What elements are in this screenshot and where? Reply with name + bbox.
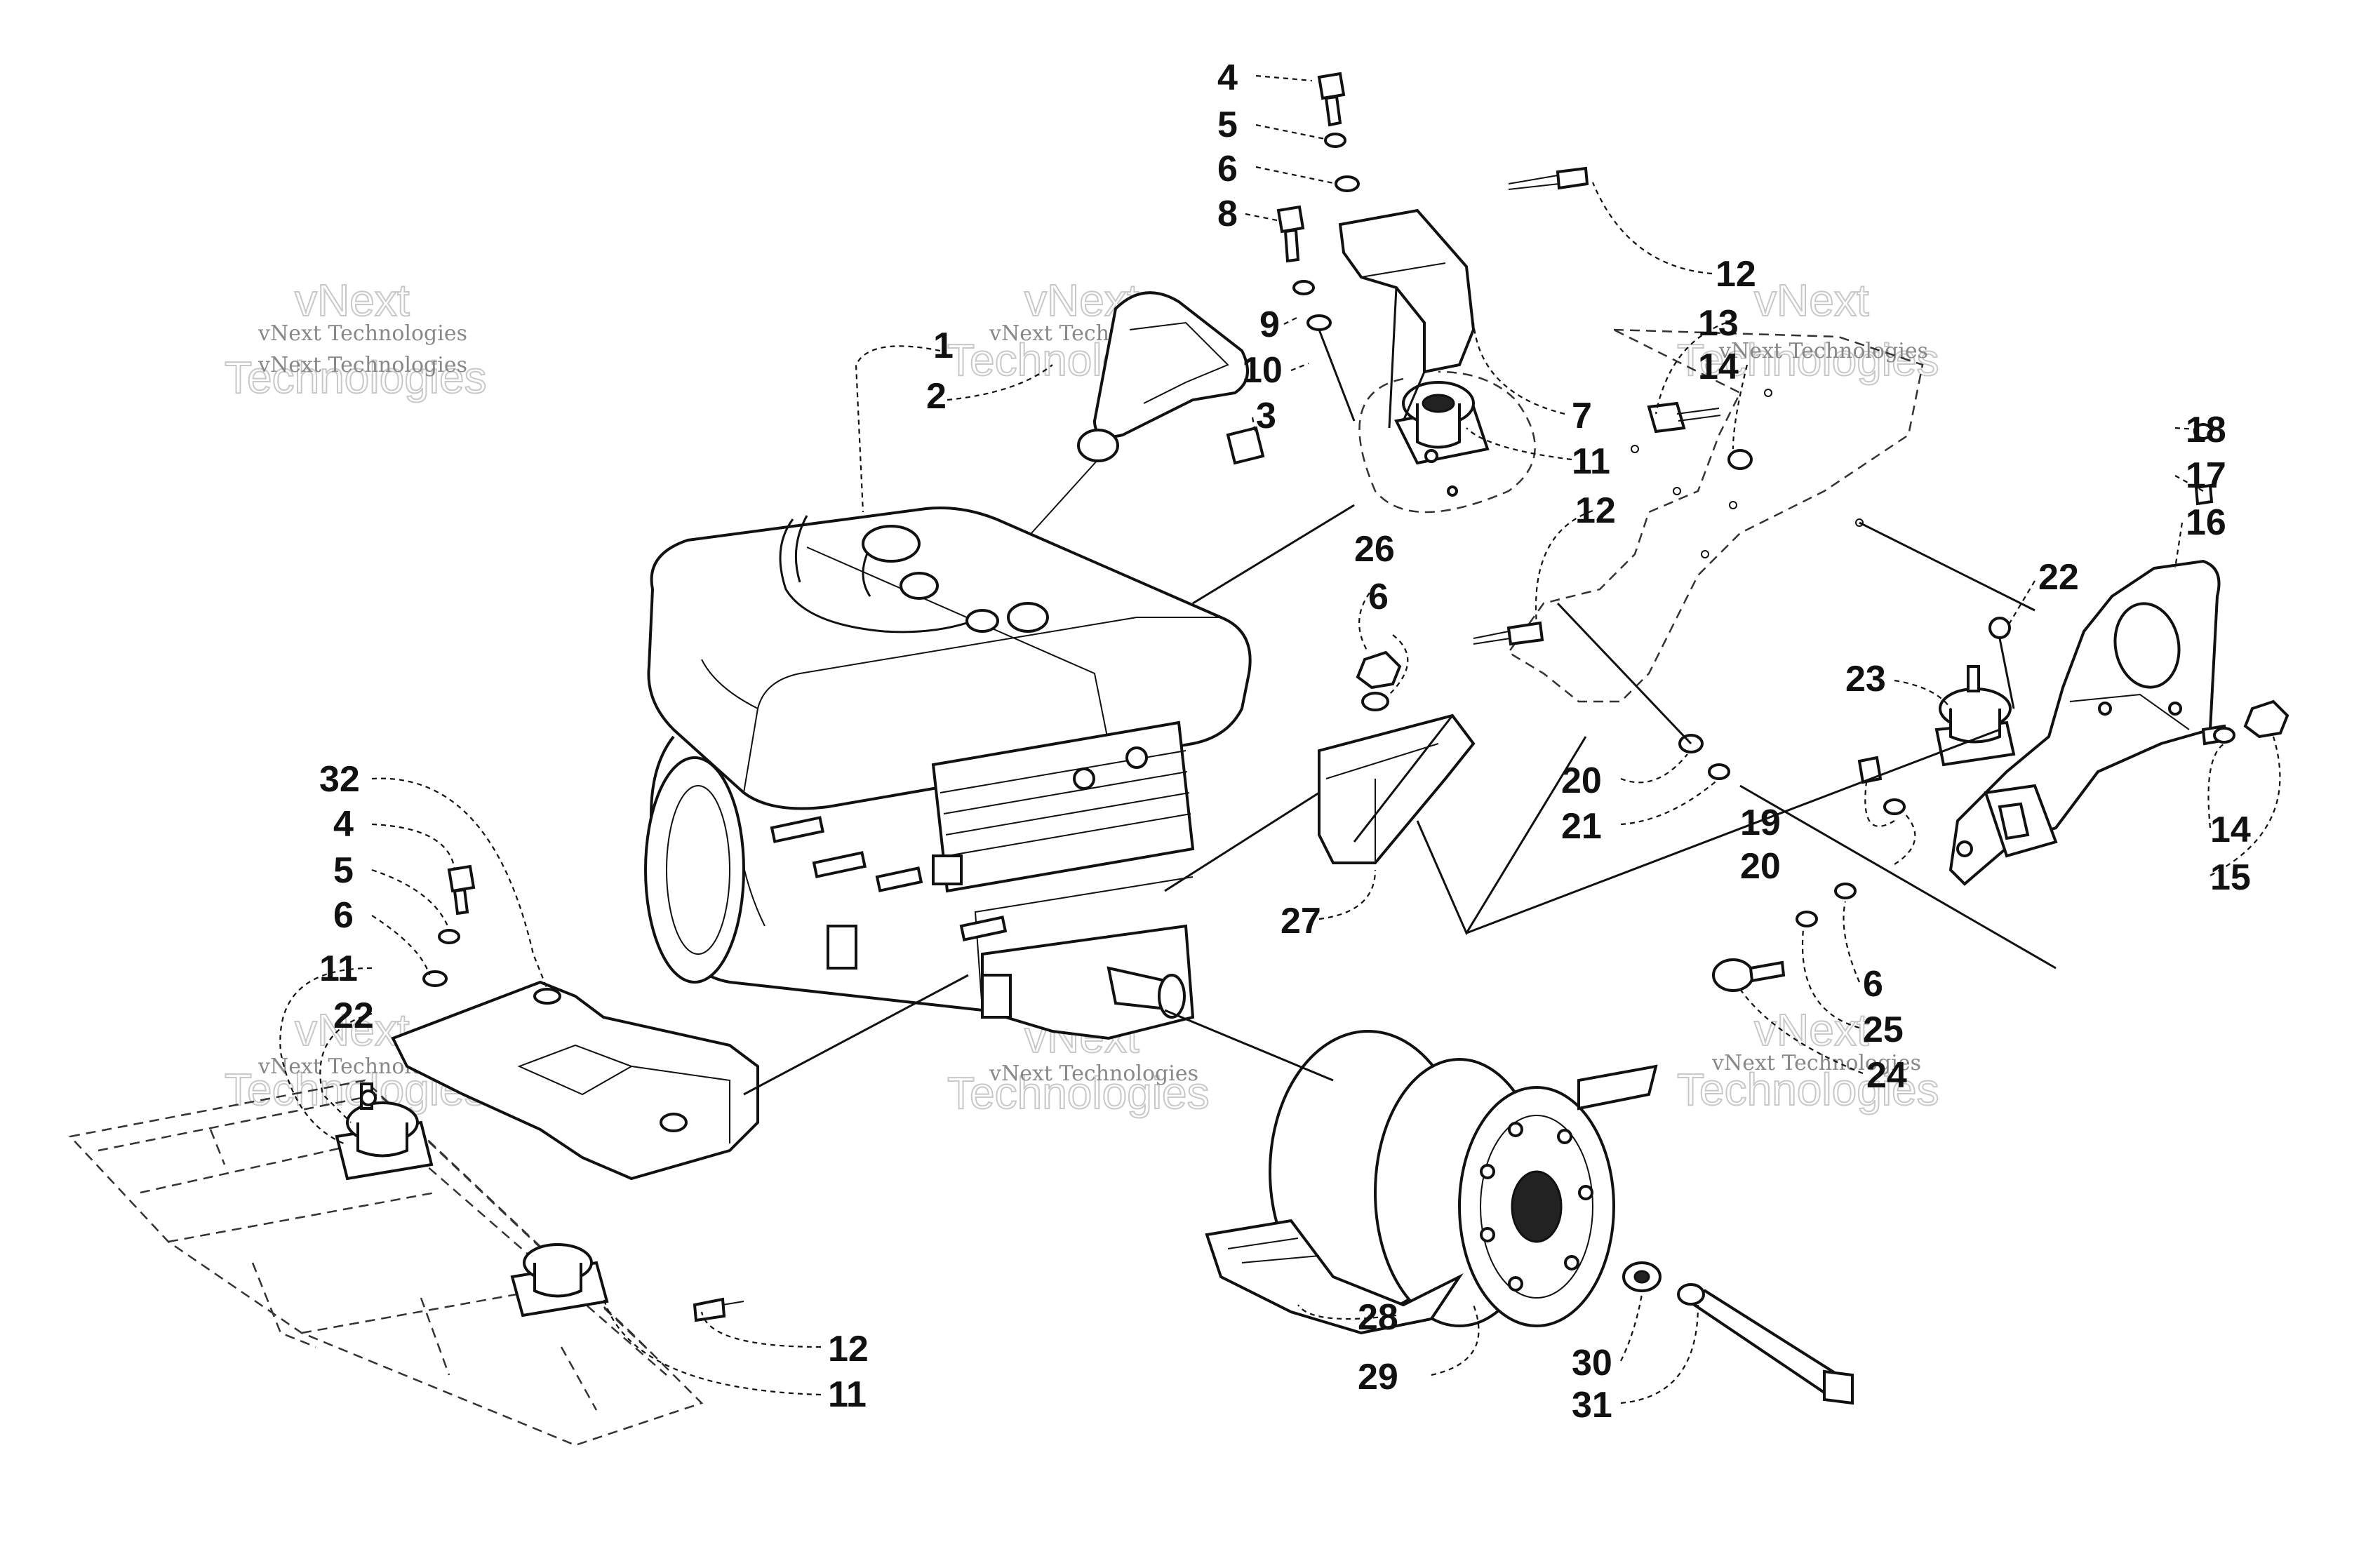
drive-clutch (1164, 1009, 1854, 1405)
callout-15: 15 (2210, 857, 2251, 898)
watermark-top-right: vNext Technologies vNext Technologies (1676, 274, 1940, 386)
watermark-top-left: vNext Technologies vNext Technologies vN… (224, 274, 488, 403)
callout-labels: 1 2 3 4 5 6 7 8 9 10 11 12 12 13 14 14 1… (319, 58, 2251, 1426)
watermark-big-word: vNext (295, 275, 410, 326)
callout-17: 17 (2186, 455, 2226, 496)
callout-22: 22 (333, 995, 374, 1036)
callout-12: 12 (1716, 254, 1756, 295)
watermark-text: vNext Technologies (258, 321, 467, 346)
callout-6: 6 (333, 895, 354, 936)
callout-7: 7 (1572, 396, 1592, 436)
callout-4: 4 (333, 804, 354, 845)
callout-8: 8 (1217, 194, 1238, 234)
callout-23: 23 (1845, 659, 1886, 699)
callout-1: 1 (933, 326, 954, 366)
watermark-big-word: vNext (1754, 275, 1869, 326)
callout-20: 20 (1740, 846, 1781, 887)
callout-29: 29 (1358, 1357, 1398, 1397)
callout-30: 30 (1572, 1343, 1612, 1383)
callout-6: 6 (1368, 577, 1389, 617)
callout-6: 6 (1217, 149, 1238, 189)
callout-3: 3 (1256, 396, 1276, 436)
recoil-handle (1031, 291, 1265, 534)
callout-27: 27 (1281, 901, 1321, 941)
callout-10: 10 (1242, 350, 1283, 391)
watermark-big-word: Technologies (1677, 335, 1939, 385)
watermark-text: vNext Technologies (989, 1061, 1198, 1086)
callout-9: 9 (1259, 304, 1280, 345)
left-mounts (335, 1082, 744, 1322)
callout-14: 14 (2210, 810, 2251, 850)
watermark-big-word: Technologies (225, 352, 487, 403)
top-mount-assembly (1192, 208, 1536, 605)
callout-25: 25 (1863, 1010, 1904, 1050)
callout-21: 21 (1561, 806, 1602, 847)
callout-5: 5 (1217, 105, 1238, 145)
watermark-big-word: vNext (295, 1005, 410, 1055)
watermark-text: vNext Technologies (258, 353, 467, 377)
bolt-stack-top (1276, 72, 1589, 422)
callout-14: 14 (1698, 347, 1739, 387)
callout-31: 31 (1572, 1385, 1612, 1426)
callout-19: 19 (1740, 803, 1781, 843)
callout-24: 24 (1866, 1055, 1907, 1096)
watermark-text: vNext Technologies (1718, 339, 1928, 363)
callout-12: 12 (828, 1329, 869, 1369)
callout-2: 2 (926, 376, 947, 417)
watermark-big-word: vNext (1754, 1005, 1869, 1055)
callout-28: 28 (1358, 1297, 1398, 1338)
watermark-text: vNext Technologies (1711, 1051, 1921, 1075)
callout-20: 20 (1561, 760, 1602, 801)
callout-22: 22 (2038, 557, 2079, 598)
callout-16: 16 (2186, 502, 2226, 543)
callout-4: 4 (1217, 58, 1238, 98)
callout-11: 11 (828, 1374, 867, 1415)
engine-assembly (644, 507, 1252, 1040)
rear-bracket (1164, 621, 1587, 936)
chaincase-plate (1507, 328, 2035, 703)
watermark-big-word: Technologies (1677, 1064, 1939, 1115)
watermark-bottom-right: vNext Technologies vNext Technologies (1676, 1004, 1940, 1115)
callout-11: 11 (1572, 441, 1610, 482)
callout-11: 11 (319, 948, 358, 989)
callout-32: 32 (319, 759, 360, 800)
callout-6: 6 (1863, 964, 1883, 1005)
callout-13: 13 (1698, 303, 1739, 344)
callout-18: 18 (2186, 410, 2226, 450)
right-mount-bracket (1466, 423, 2289, 992)
watermark-big-word: Technologies (947, 1068, 1210, 1118)
callout-5: 5 (333, 850, 354, 891)
callout-26: 26 (1354, 529, 1395, 570)
callout-12: 12 (1575, 490, 1616, 531)
left-bracket (391, 864, 969, 1181)
leader-lines (279, 74, 2281, 1404)
